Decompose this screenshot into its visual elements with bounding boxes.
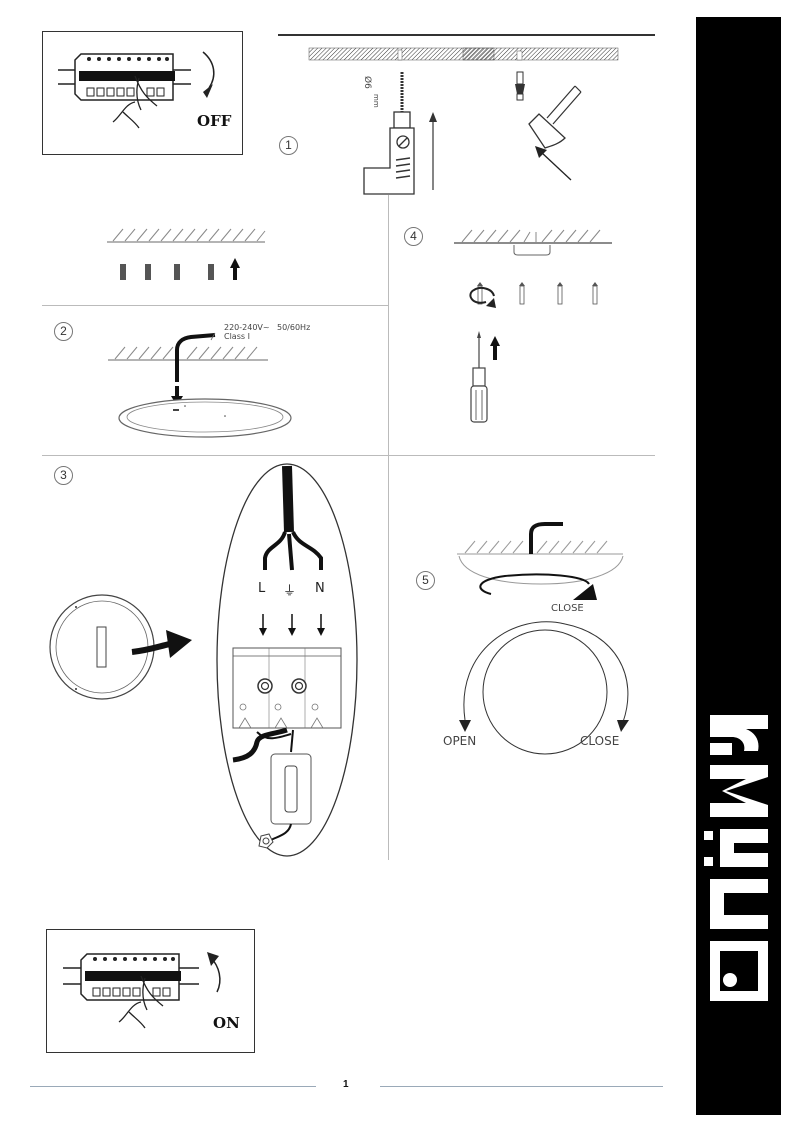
fixture-base-icon [108, 332, 292, 438]
screw-mounting-icon [454, 229, 612, 423]
ceiling-hatch-plug [462, 47, 619, 61]
step-1-number: 1 [279, 136, 298, 155]
terminal-earth-label: ⏚ [283, 584, 297, 599]
footer-line-left [30, 1086, 316, 1087]
circuit-breaker-icon [58, 51, 215, 129]
fixture-rotate-icon [457, 522, 624, 600]
close-top-label: CLOSE [551, 603, 584, 614]
brand-sidebar [696, 17, 781, 1115]
off-label: OFF [197, 112, 232, 130]
drill-icon [363, 72, 437, 195]
close-bottom-label: CLOSE [580, 734, 620, 748]
wall-plug-hammer-icon [515, 71, 582, 181]
divider-step1b-step2 [42, 305, 388, 306]
step-2-number: 2 [54, 322, 73, 341]
frequency-label: 50/60Hz [277, 323, 311, 332]
page-number: 1 [343, 1079, 349, 1090]
circuit-breaker-icon [63, 952, 221, 1029]
nave-logo [704, 715, 768, 1001]
terminal-live-label: L [258, 581, 266, 596]
voltage-label: 220-240V~ [224, 323, 270, 332]
switch-off-panel: OFF [42, 31, 243, 155]
wiring-detail-oval [216, 463, 358, 857]
switch-on-panel: ON [46, 929, 255, 1053]
top-rule [278, 34, 655, 36]
open-label: OPEN [443, 734, 477, 748]
footer-line-right [380, 1086, 663, 1087]
step-4-number: 4 [404, 227, 423, 246]
open-close-dial-icon [459, 621, 629, 755]
on-label: ON [213, 1014, 240, 1032]
wall-plugs-icon [107, 228, 266, 280]
class-label: Class I [224, 332, 250, 341]
step-5-number: 5 [416, 571, 435, 590]
terminal-neutral-label: N [315, 581, 325, 596]
divider-vertical [388, 195, 389, 860]
divider-middle [42, 455, 655, 456]
zoom-arrow-icon [131, 630, 192, 658]
step-3-number: 3 [54, 466, 73, 485]
